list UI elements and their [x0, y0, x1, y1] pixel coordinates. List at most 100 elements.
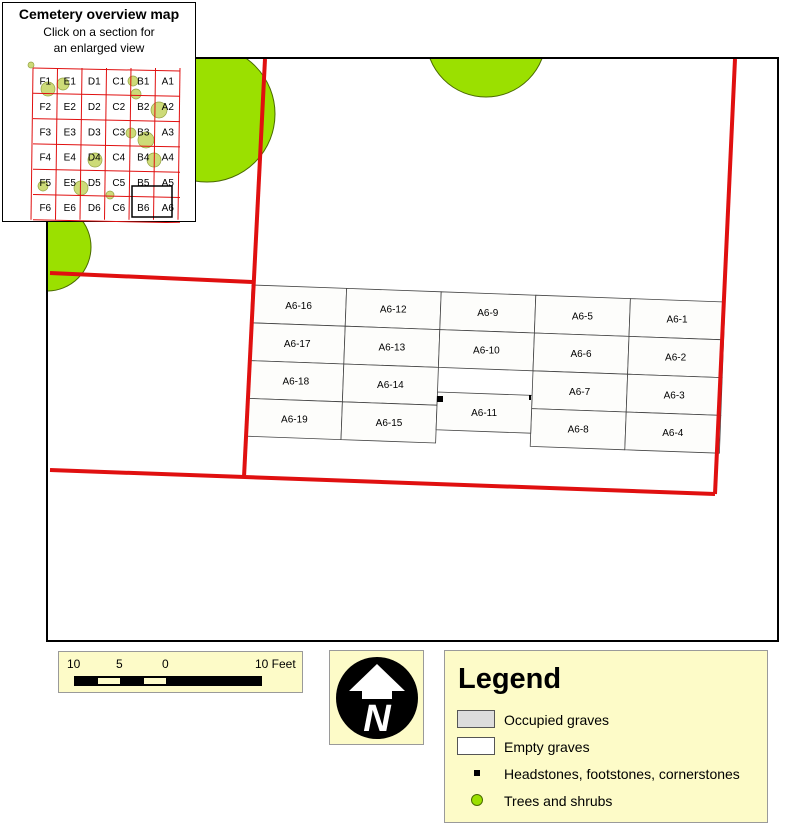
- overview-section-label[interactable]: E1: [64, 77, 77, 88]
- overview-section-label[interactable]: A5: [162, 178, 175, 189]
- grave-plot[interactable]: [340, 401, 438, 444]
- overview-grid-line: [32, 143, 181, 148]
- legend: Legend Occupied graves Empty graves Head…: [444, 650, 768, 823]
- overview-section-label[interactable]: A6: [162, 203, 175, 214]
- grave-label: A6-4: [662, 428, 684, 439]
- overview-section-label[interactable]: B1: [137, 77, 150, 88]
- grave-label: A6-2: [665, 353, 687, 364]
- grave-plot[interactable]: [624, 411, 722, 454]
- overview-grid-line: [32, 67, 181, 72]
- grave-label: A6-11: [471, 408, 497, 419]
- overview-section-label[interactable]: D5: [88, 178, 101, 189]
- overview-grid-line: [32, 219, 181, 223]
- scale-label-10-feet: 10 Feet: [255, 657, 296, 671]
- overview-tree: [87, 152, 103, 168]
- grave-label: A6-6: [570, 349, 592, 360]
- overview-section-label[interactable]: C1: [112, 77, 125, 88]
- tree: [429, 59, 543, 98]
- grave-label: A6-12: [380, 305, 407, 316]
- overview-section-label[interactable]: F5: [39, 178, 51, 189]
- overview-grid-line: [79, 67, 83, 220]
- legend-label: Headstones, footstones, cornerstones: [504, 766, 740, 782]
- overview-section-label[interactable]: B6: [137, 203, 150, 214]
- overview-tree: [125, 127, 137, 139]
- north-arrow: N: [329, 650, 424, 745]
- grave-label: A6-5: [572, 311, 594, 322]
- overview-tree: [73, 180, 89, 196]
- headstone-icon: [474, 770, 480, 776]
- overview-section-label[interactable]: B4: [137, 153, 150, 164]
- legend-title: Legend: [458, 663, 562, 695]
- overview-section-label[interactable]: E6: [64, 203, 77, 214]
- overview-tree: [27, 61, 35, 69]
- overview-section-label[interactable]: A4: [162, 153, 175, 164]
- tree: [48, 202, 92, 292]
- headstone-marker: [529, 395, 531, 400]
- grave-label: A6-1: [666, 315, 688, 326]
- north-arrow-icon: N: [336, 657, 418, 740]
- overview-section-label[interactable]: C3: [112, 127, 125, 138]
- grave-label: A6-13: [378, 342, 405, 353]
- overview-section-label[interactable]: E5: [64, 178, 77, 189]
- legend-label: Trees and shrubs: [504, 793, 613, 809]
- overview-section-label[interactable]: F1: [39, 77, 51, 88]
- overview-tree: [105, 190, 115, 200]
- section-line: [713, 59, 737, 495]
- overview-tree: [37, 180, 49, 192]
- overview-section-label[interactable]: F4: [39, 153, 51, 164]
- grave-label: A6-3: [664, 390, 686, 401]
- grave-label: A6-14: [377, 380, 404, 391]
- overview-grid-line: [153, 67, 156, 220]
- grave-label: A6-18: [282, 377, 309, 388]
- overview-section-label[interactable]: E3: [64, 127, 77, 138]
- grave-label: A6-16: [285, 301, 312, 312]
- overview-section-label[interactable]: D3: [88, 127, 101, 138]
- overview-grid-line: [104, 67, 107, 220]
- overview-section-label[interactable]: F6: [39, 203, 51, 214]
- overview-section-label[interactable]: D2: [88, 102, 101, 113]
- overview-tree: [130, 88, 142, 100]
- overview-grid-line: [177, 67, 181, 220]
- overview-section-label[interactable]: D6: [88, 203, 101, 214]
- grave-label: A6-7: [569, 387, 591, 398]
- section-line: [49, 271, 253, 284]
- legend-label: Occupied graves: [504, 712, 610, 728]
- scale-bar: 10 5 0 10 Feet: [58, 651, 303, 693]
- grave-label: A6-10: [473, 346, 500, 357]
- overview-section-label[interactable]: D1: [88, 77, 101, 88]
- overview-section-label[interactable]: A3: [162, 127, 175, 138]
- grave-label: A6-9: [477, 308, 499, 319]
- overview-selected-section: [131, 185, 173, 218]
- overview-tree: [137, 131, 155, 149]
- overview-section-label[interactable]: B5: [137, 178, 150, 189]
- grave-label: A6-8: [568, 425, 590, 436]
- grave-label: A6-15: [376, 418, 403, 429]
- occupied-grave-swatch: [457, 710, 495, 728]
- overview-section-label[interactable]: A1: [162, 77, 175, 88]
- overview-section-label[interactable]: C5: [112, 178, 125, 189]
- overview-section-label[interactable]: C6: [112, 203, 125, 214]
- overview-section-label[interactable]: B2: [137, 102, 150, 113]
- scale-label-5: 5: [116, 657, 123, 671]
- overview-section-label[interactable]: E2: [64, 102, 77, 113]
- scale-label-10-left: 10: [67, 657, 81, 671]
- overview-map[interactable]: Cemetery overview map Click on a section…: [2, 2, 196, 223]
- tree-icon: [471, 794, 483, 806]
- north-letter: N: [363, 698, 392, 740]
- legend-label: Empty graves: [504, 739, 590, 755]
- overview-section-label[interactable]: A2: [162, 102, 175, 113]
- empty-grave-swatch: [457, 737, 495, 755]
- overview-section-label[interactable]: F3: [39, 127, 51, 138]
- overview-section-label[interactable]: F2: [39, 102, 51, 113]
- overview-section-label[interactable]: E4: [64, 153, 77, 164]
- grave-plot[interactable]: [435, 391, 533, 434]
- overview-grid: [30, 67, 181, 223]
- overview-section-label[interactable]: B3: [137, 127, 150, 138]
- overview-subtitle-line2: an enlarged view: [53, 41, 145, 55]
- overview-section-label[interactable]: D4: [88, 153, 101, 164]
- overview-section-label[interactable]: C2: [112, 102, 125, 113]
- overview-section-label[interactable]: C4: [112, 153, 125, 164]
